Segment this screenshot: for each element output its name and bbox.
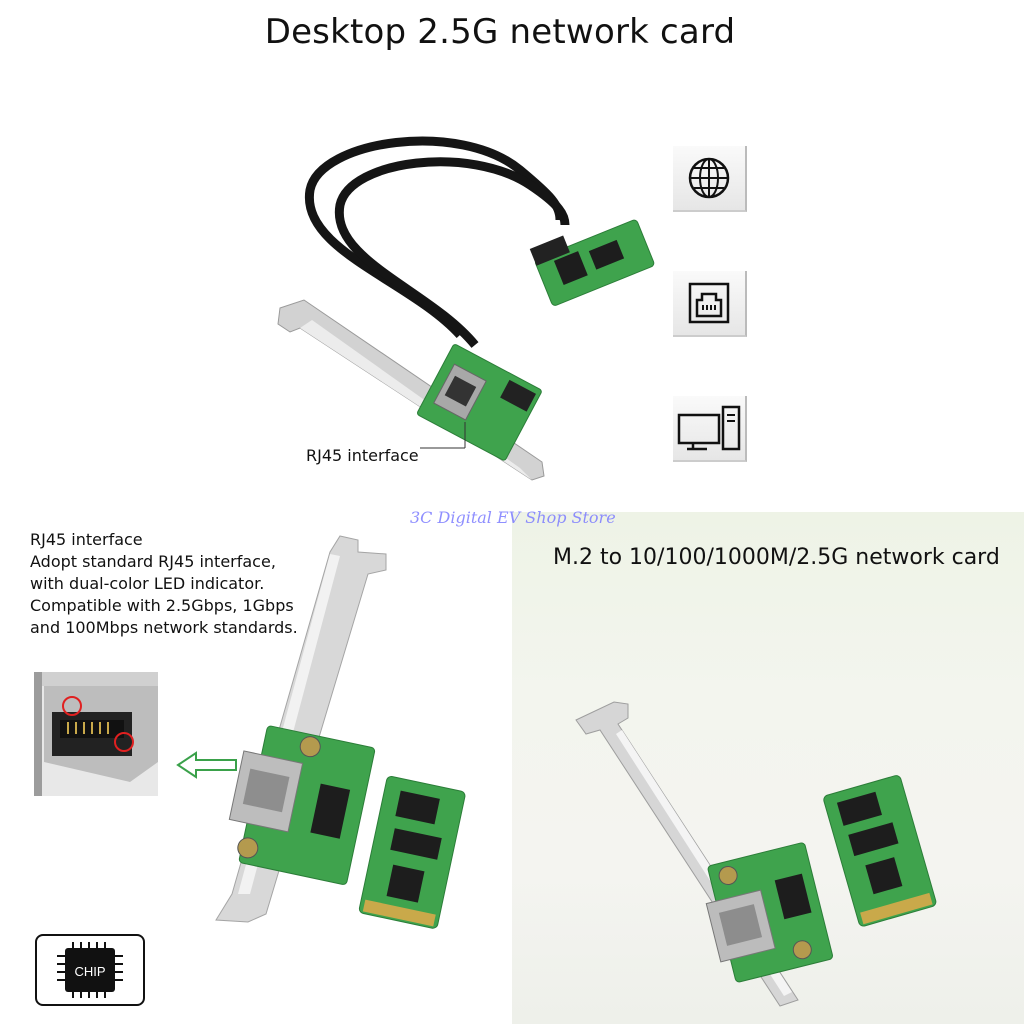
rj45-description-line: Adopt standard RJ45 interface, bbox=[30, 552, 276, 571]
desktop-computer-icon-box bbox=[673, 396, 747, 462]
rj45-description-heading: RJ45 interface bbox=[30, 530, 143, 549]
rj45-callout-label: RJ45 interface bbox=[306, 446, 419, 465]
globe-icon-box bbox=[673, 146, 747, 212]
network-card-bracket-image bbox=[215, 535, 466, 929]
chip-label: CHIP bbox=[74, 964, 105, 979]
rj45-description-line: Compatible with 2.5Gbps, 1Gbps bbox=[30, 596, 294, 615]
rj45-description: RJ45 interface Adopt standard RJ45 inter… bbox=[30, 529, 298, 639]
ethernet-port-icon-box bbox=[673, 271, 747, 337]
globe-icon bbox=[688, 157, 730, 199]
m2-network-card-image bbox=[575, 701, 937, 1007]
left-arrow-icon bbox=[176, 751, 237, 779]
right-panel-title: M.2 to 10/100/1000M/2.5G network card bbox=[553, 545, 1000, 570]
rj45-description-line: with dual-color LED indicator. bbox=[30, 574, 265, 593]
desktop-computer-icon bbox=[677, 405, 741, 451]
ethernet-port-icon bbox=[688, 282, 730, 324]
network-card-with-cable-image bbox=[277, 136, 655, 481]
store-watermark: 3C Digital EV Shop Store bbox=[410, 508, 616, 527]
rj45-description-line: and 100Mbps network standards. bbox=[30, 618, 298, 637]
page-title: Desktop 2.5G network card bbox=[264, 12, 736, 52]
chip-icon: CHIP bbox=[57, 942, 123, 998]
rj45-port-closeup-image bbox=[34, 672, 158, 796]
chip-badge: CHIP bbox=[35, 934, 145, 1006]
